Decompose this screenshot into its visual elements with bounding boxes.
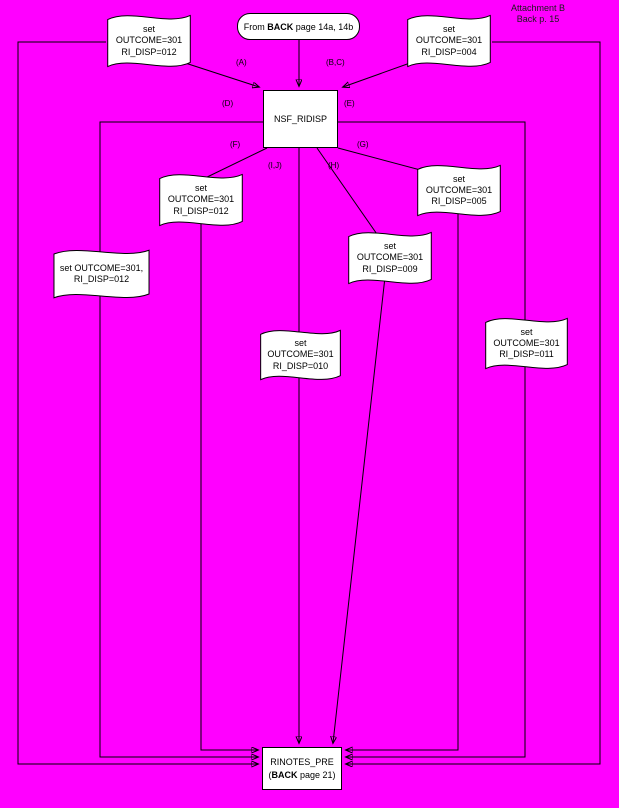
flag-shape	[484, 315, 569, 372]
flag-text: set OUTCOME=301 RI_DISP=010	[267, 338, 334, 371]
end-rinotes-pre-line1: RINOTES_PRE	[270, 757, 334, 768]
edge-label-d: (D)	[222, 99, 234, 108]
edge-f-line	[200, 147, 268, 750]
edge-label-e: (E)	[344, 99, 355, 108]
end-line2-pre: (	[268, 769, 272, 780]
start-terminator-text-post: page 14a, 14b	[293, 21, 354, 32]
flag-set-outcome-005-right: set OUTCOME=301 RI_DISP=005	[416, 162, 502, 219]
edge-label-bc: (B,C)	[326, 58, 345, 67]
flag-text: set OUTCOME=301 RI_DISP=012	[167, 183, 235, 216]
flag-set-outcome-009-center: set OUTCOME=301 RI_DISP=009	[347, 229, 433, 287]
flag-shape	[52, 247, 151, 301]
flag-shape	[406, 12, 492, 70]
flag-set-outcome-012-far-left: set OUTCOME=301, RI_DISP=012	[52, 247, 151, 301]
start-terminator-text-pre: From	[243, 21, 268, 32]
edge-g-line	[337, 147, 459, 750]
process-nsf-ridisp: NSF_RIDISP	[263, 90, 338, 148]
flag-set-outcome-012-top-left: set OUTCOME=301 RI_DISP=012	[106, 12, 192, 70]
flag-set-outcome-004-top-right: set OUTCOME=301 RI_DISP=004	[406, 12, 492, 70]
edge-label-h: (H)	[328, 161, 340, 170]
flag-shape	[416, 162, 502, 219]
flag-text: set OUTCOME=301, RI_DISP=012	[59, 262, 144, 284]
flag-shape	[106, 12, 192, 70]
end-line2-bold: BACK	[271, 769, 298, 780]
flag-text: set OUTCOME=301 RI_DISP=005	[425, 173, 493, 207]
edge-label-g: (G)	[357, 140, 369, 149]
edge-e-line	[338, 121, 526, 757]
end-line2-post: page 21)	[297, 769, 336, 780]
edge-bc-outer-line	[346, 41, 601, 764]
start-terminator-text-bold: BACK	[267, 21, 294, 32]
corner-note: Attachment B Back p. 15	[510, 3, 566, 25]
edge-label-f: (F)	[230, 140, 241, 149]
edge-a-outer-line	[17, 41, 258, 764]
flag-set-outcome-010-center-low: set OUTCOME=301 RI_DISP=010	[259, 327, 342, 383]
flag-set-outcome-011-right-low: set OUTCOME=301 RI_DISP=011	[484, 315, 569, 372]
edge-label-a: (A)	[236, 58, 247, 67]
process-nsf-ridisp-label: NSF_RIDISP	[273, 114, 327, 124]
end-rinotes-pre: RINOTES_PRE (BACK page 21)	[262, 747, 342, 790]
flag-text: set OUTCOME=301 RI_DISP=011	[493, 326, 560, 360]
flag-shape	[347, 229, 433, 287]
start-terminator: From BACK page 14a, 14b	[237, 13, 360, 40]
edge-d-line	[99, 121, 263, 757]
flag-text: set OUTCOME=301 RI_DISP=004	[415, 24, 483, 57]
edge-label-ij: (I,J)	[268, 161, 282, 170]
flag-shape	[158, 171, 244, 229]
flag-text: set OUTCOME=301 RI_DISP=009	[356, 241, 424, 274]
flag-text: set OUTCOME=301 RI_DISP=012	[115, 24, 183, 57]
edge-a-line	[175, 59, 259, 87]
flag-set-outcome-012-mid-left: set OUTCOME=301 RI_DISP=012	[158, 171, 244, 229]
flag-shape	[259, 327, 342, 383]
end-rinotes-pre-line2: (BACK page 21)	[268, 769, 335, 781]
